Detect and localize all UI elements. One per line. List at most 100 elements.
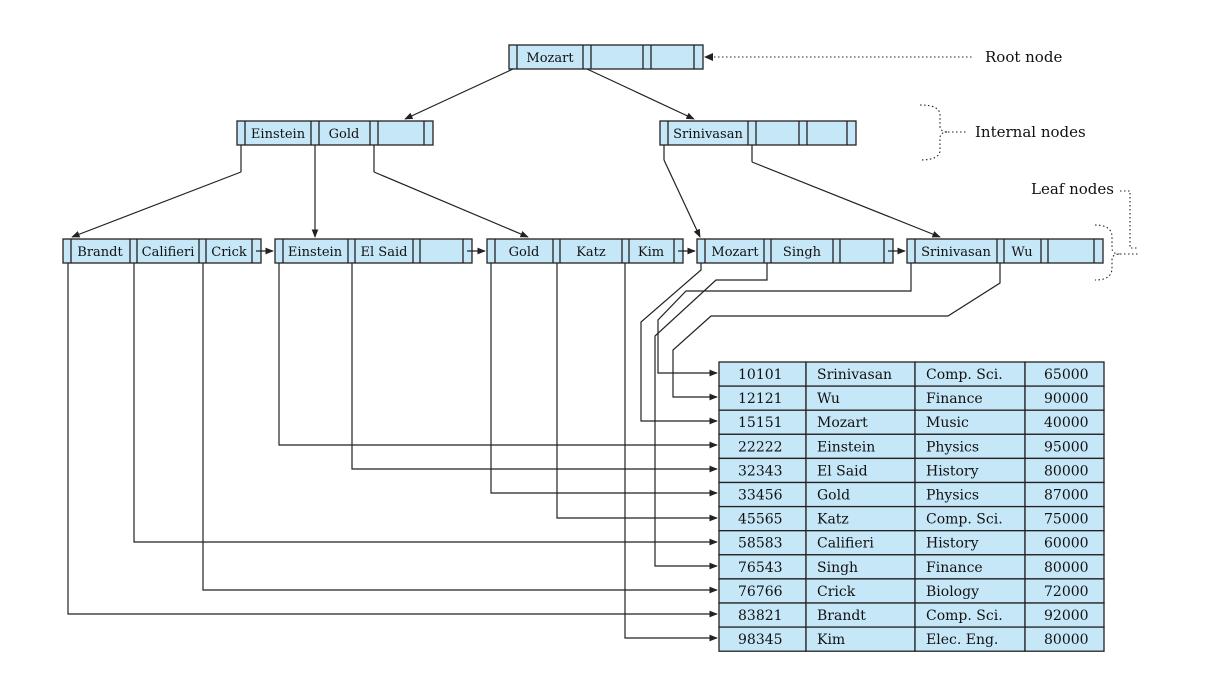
table-cell-dept (914, 602, 1026, 628)
table-cell-salary (1024, 385, 1105, 411)
table-cell-dept (914, 554, 1026, 580)
table-cell-name (805, 626, 916, 652)
table-cell-id-text: 76543 (738, 560, 783, 576)
table-row: 76766 Crick Biology 72000 (718, 578, 1105, 604)
leaf-3-key-1: Gold (509, 245, 540, 260)
table-cell-dept-text: Physics (926, 488, 979, 504)
table-cell-salary-text: 87000 (1044, 488, 1089, 504)
table-cell-name-text: El Said (817, 463, 868, 479)
table-cell-salary (1024, 409, 1105, 435)
table-cell-salary (1024, 626, 1105, 652)
root-node: Mozart (508, 44, 704, 70)
leaf-node-1: Brandt Califieri Crick (62, 238, 262, 264)
table-cell-name (805, 602, 916, 628)
annotations: Root node Internal nodes Leaf nodes (704, 48, 1138, 281)
table-cell-name-text: Katz (817, 512, 849, 528)
table-cell-id-text: 10101 (738, 367, 783, 383)
table-cell-id-text: 76766 (738, 584, 783, 600)
table-cell-dept-text: Biology (926, 584, 979, 600)
table-cell-dept (914, 457, 1026, 484)
table-row: 32343 El Said History 80000 (718, 457, 1105, 484)
table-cell-name (805, 457, 916, 484)
leaf-2-key-1: Einstein (288, 245, 343, 260)
leaf-3-key-3: Kim (638, 245, 664, 260)
table-cell-dept-text: History (926, 463, 979, 479)
table-cell-dept-text: Comp. Sci. (926, 367, 1003, 383)
table-cell-dept-text: Finance (926, 560, 983, 576)
table-cell-id-text: 98345 (738, 632, 783, 648)
table-cell-salary-text: 65000 (1044, 367, 1089, 383)
root-key-1: Mozart (526, 51, 574, 66)
table-cell-dept (914, 481, 1026, 508)
leaf-1-key-3: Crick (211, 245, 247, 260)
table-cell-dept (914, 530, 1026, 556)
table-cell-dept-text: Comp. Sci. (926, 608, 1003, 624)
table-cell-id-text: 33456 (738, 488, 783, 504)
table-cell-id-text: 15151 (738, 415, 783, 431)
internal-1-key-1: Einstein (251, 127, 306, 142)
table-cell-id (718, 433, 807, 460)
root-node-label: Root node (985, 48, 1062, 66)
table-cell-name (805, 554, 916, 580)
table-cell-dept-text: History (926, 536, 979, 552)
table-cell-name (805, 385, 916, 411)
leaf-1-key-1: Brandt (77, 245, 123, 260)
leaf-nodes-label: Leaf nodes (1031, 180, 1114, 198)
leaf-5-key-1: Srinivasan (921, 245, 991, 260)
leaf-4-key-2: Singh (783, 245, 822, 260)
leaf-3-key-2: Katz (576, 245, 606, 260)
table-cell-name-text: Brandt (817, 608, 866, 624)
table-row: 76543 Singh Finance 80000 (718, 554, 1105, 580)
table-cell-name (805, 409, 916, 435)
table-cell-name-text: Crick (817, 584, 856, 600)
table-cell-dept (914, 433, 1026, 460)
table-cell-dept-text: Music (926, 415, 969, 431)
internal-nodes-label: Internal nodes (975, 123, 1086, 141)
table-cell-dept-text: Physics (926, 439, 979, 455)
table-cell-id-text: 22222 (738, 439, 783, 455)
leaf-2-key-2: El Said (361, 245, 408, 260)
table-cell-name-text: Singh (817, 560, 858, 576)
tree-pointers (71, 68, 941, 238)
table-cell-salary (1024, 505, 1105, 532)
table-cell-id-text: 32343 (738, 463, 783, 479)
table-cell-salary-text: 95000 (1044, 439, 1089, 455)
table-cell-name (805, 578, 916, 604)
table-cell-name-text: Mozart (817, 415, 868, 431)
leaf-1-key-2: Califieri (142, 245, 195, 260)
record-pointers (67, 263, 1001, 642)
table-cell-name-text: Gold (817, 488, 850, 504)
table-cell-salary-text: 80000 (1044, 632, 1089, 648)
table-cell-salary-text: 80000 (1044, 463, 1089, 479)
leaf-node-5: Srinivasan Wu (906, 238, 1104, 264)
table-cell-id-text: 83821 (738, 608, 783, 624)
table-cell-salary (1024, 554, 1105, 580)
internal-node-2: Srinivasan (659, 120, 857, 146)
table-cell-id (718, 578, 807, 604)
table-cell-id (718, 505, 807, 532)
table-cell-salary-text: 80000 (1044, 560, 1089, 576)
table-cell-id (718, 626, 807, 652)
leaf-4-key-1: Mozart (711, 245, 759, 260)
table-cell-salary-text: 92000 (1044, 608, 1089, 624)
table-row: 33456 Gold Physics 87000 (718, 481, 1105, 508)
table-cell-salary (1024, 361, 1105, 387)
table-cell-salary-text: 72000 (1044, 584, 1089, 600)
table-cell-salary (1024, 602, 1105, 628)
leaf-5-key-2: Wu (1011, 245, 1032, 260)
table-cell-dept-text: Elec. Eng. (926, 632, 998, 648)
internal-2-key-1: Srinivasan (673, 127, 743, 142)
table-cell-id-text: 45565 (738, 512, 783, 528)
table-cell-name-text: Wu (817, 391, 840, 407)
table-cell-id (718, 481, 807, 508)
table-cell-salary-text: 90000 (1044, 391, 1089, 407)
leaf-node-4: Mozart Singh (696, 238, 894, 264)
table-cell-salary-text: 75000 (1044, 512, 1089, 528)
table-cell-id (718, 409, 807, 435)
table-cell-name-text: Califieri (817, 536, 874, 552)
